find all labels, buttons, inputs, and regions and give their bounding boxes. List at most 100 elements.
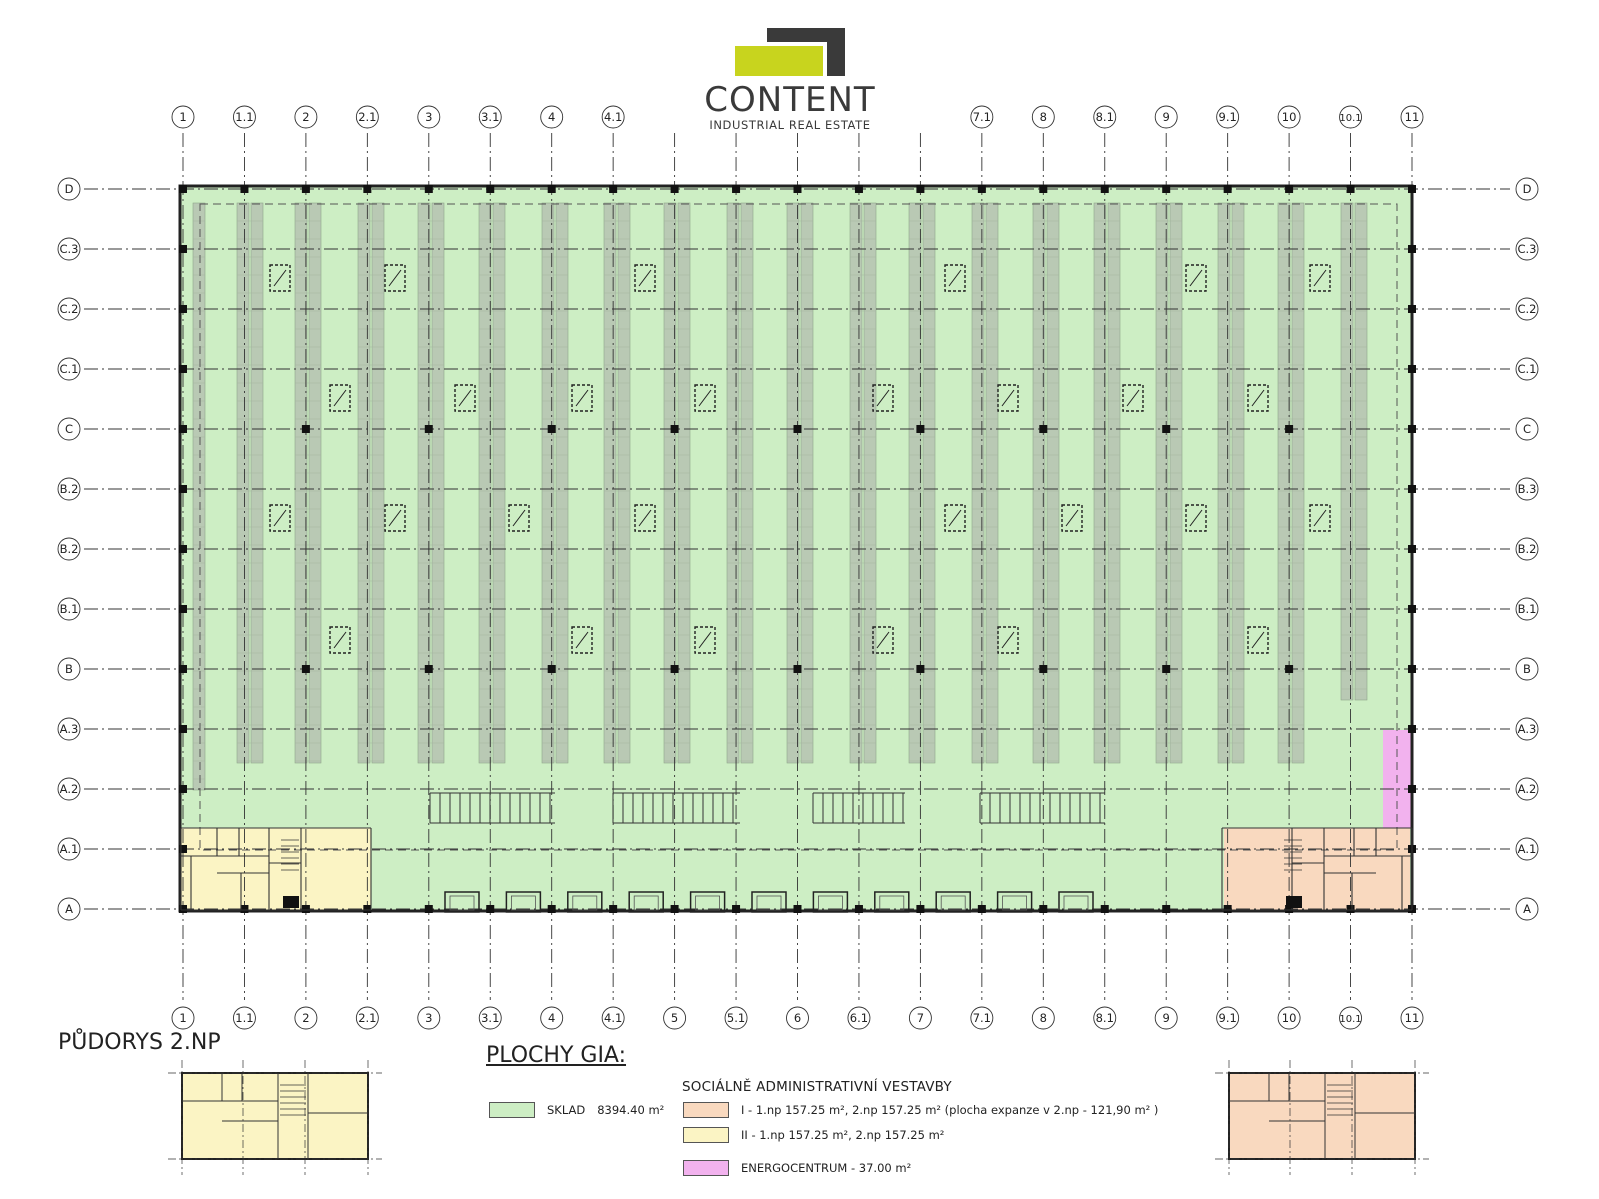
skylight-icon — [997, 384, 1019, 412]
structural-column — [1408, 185, 1416, 193]
grid-bubble — [601, 105, 625, 129]
skylight-diagonal — [1126, 389, 1140, 407]
storage-rack — [786, 202, 800, 764]
storage-rack — [740, 202, 754, 764]
structural-column — [793, 665, 802, 673]
structural-column — [547, 905, 556, 913]
grid-bubble — [57, 237, 81, 261]
skylight-diagonal — [1065, 509, 1079, 527]
grid-bubble — [908, 1006, 932, 1030]
dock-door — [689, 891, 726, 913]
structural-column — [916, 665, 925, 673]
structural-column — [670, 425, 679, 433]
storage-rack — [555, 202, 569, 764]
structural-column — [1223, 905, 1232, 913]
grid-bubble-label: B.2 — [60, 542, 79, 556]
structural-column — [1162, 905, 1171, 913]
skylight-icon — [1309, 504, 1331, 532]
structural-column — [670, 665, 679, 673]
company-logo: CONTENT INDUSTRIAL REAL ESTATE — [680, 28, 910, 138]
structural-column — [1285, 665, 1294, 673]
grid-bubble — [1515, 717, 1539, 741]
grid-bubble-label: C.1 — [1517, 362, 1536, 376]
grid-bubble-label: A — [1523, 902, 1531, 916]
grid-bubble — [57, 177, 81, 201]
structural-column — [793, 905, 802, 913]
grid-bubble-label: 8 — [1040, 1011, 1047, 1025]
grid-bubble — [1400, 105, 1424, 129]
storage-rack — [431, 202, 445, 764]
storage-rack — [1277, 202, 1291, 764]
grid-bubble — [1339, 105, 1363, 129]
grid-bubble-label: 9.1 — [1219, 110, 1237, 124]
structural-column — [547, 425, 556, 433]
structural-column — [1285, 425, 1294, 433]
grid-bubble — [57, 297, 81, 321]
grid-bubble-label: A.3 — [1518, 722, 1537, 736]
grid-bubble-label: 2 — [302, 1011, 309, 1025]
grid-bubble — [1515, 597, 1539, 621]
skylight-diagonal — [1001, 389, 1015, 407]
storage-rack — [417, 202, 431, 764]
skylight-diagonal — [1251, 389, 1265, 407]
skylight-icon — [872, 626, 894, 654]
structural-column — [977, 905, 986, 913]
skylight-diagonal — [698, 389, 712, 407]
dock-door — [505, 891, 542, 913]
grid-bubble — [57, 837, 81, 861]
structural-column — [1039, 425, 1048, 433]
grid-bubble-label: 2 — [302, 110, 309, 124]
structural-column — [486, 905, 495, 913]
storage-rack — [1291, 202, 1305, 764]
dock-door — [935, 891, 971, 913]
grid-bubble-label: 5.1 — [727, 1011, 745, 1025]
grid-bubble-label: 8.1 — [1096, 110, 1114, 124]
legend-energocentrum-label: ENERGOCENTRUM - 37.00 m² — [741, 1161, 912, 1175]
skylight-diagonal — [333, 631, 347, 649]
grid-bubble-label: 7.1 — [973, 110, 991, 124]
skylight-icon — [269, 504, 291, 532]
skylight-icon — [997, 626, 1019, 654]
structural-column — [301, 905, 310, 913]
structural-column — [793, 185, 802, 193]
structural-column — [1346, 185, 1355, 193]
legend-group-title: SOCIÁLNĚ ADMINISTRATIVNÍ VESTAVBY — [682, 1079, 952, 1095]
storage-rack — [603, 202, 617, 764]
grid-bubble-label: B.1 — [60, 602, 79, 616]
dock-leveler — [818, 895, 843, 911]
storage-rack — [308, 202, 322, 764]
grid-bubble — [57, 897, 81, 921]
grid-bubble — [1154, 1006, 1178, 1030]
structural-column — [1408, 365, 1416, 373]
logo-mark-icon — [735, 28, 845, 76]
grid-bubble — [57, 417, 81, 441]
grid-bubble-label: 3.1 — [481, 110, 499, 124]
grid-bubble — [57, 657, 81, 681]
structural-column — [547, 665, 556, 673]
grid-bubble — [355, 1006, 379, 1030]
skylight-diagonal — [948, 509, 962, 527]
dock-leveler — [1063, 895, 1089, 911]
grid-bubble-label: A.1 — [60, 842, 79, 856]
grid-bubble-label: C.3 — [1517, 242, 1536, 256]
storage-rack — [1093, 202, 1107, 764]
grid-bubble — [1515, 777, 1539, 801]
grid-bubble — [786, 1006, 809, 1030]
grid-bubble-label: 9 — [1163, 110, 1170, 124]
structural-column — [1408, 485, 1416, 493]
storage-rack — [800, 202, 814, 764]
grid-bubble — [232, 1006, 256, 1030]
legend-swatch-office-1 — [683, 1102, 729, 1118]
structural-column — [1162, 185, 1171, 193]
skylight-icon — [634, 504, 656, 532]
dock-leveler — [572, 895, 598, 911]
grid-bubble-label: 7.1 — [973, 1011, 991, 1025]
storage-rack — [971, 202, 985, 764]
structural-column — [424, 665, 433, 673]
dock-door — [751, 891, 787, 913]
grid-bubble — [171, 105, 195, 129]
legend-swatch-office-2 — [683, 1127, 729, 1143]
grid-bubble — [847, 1006, 871, 1030]
grid-bubble-label: 11 — [1405, 110, 1420, 124]
